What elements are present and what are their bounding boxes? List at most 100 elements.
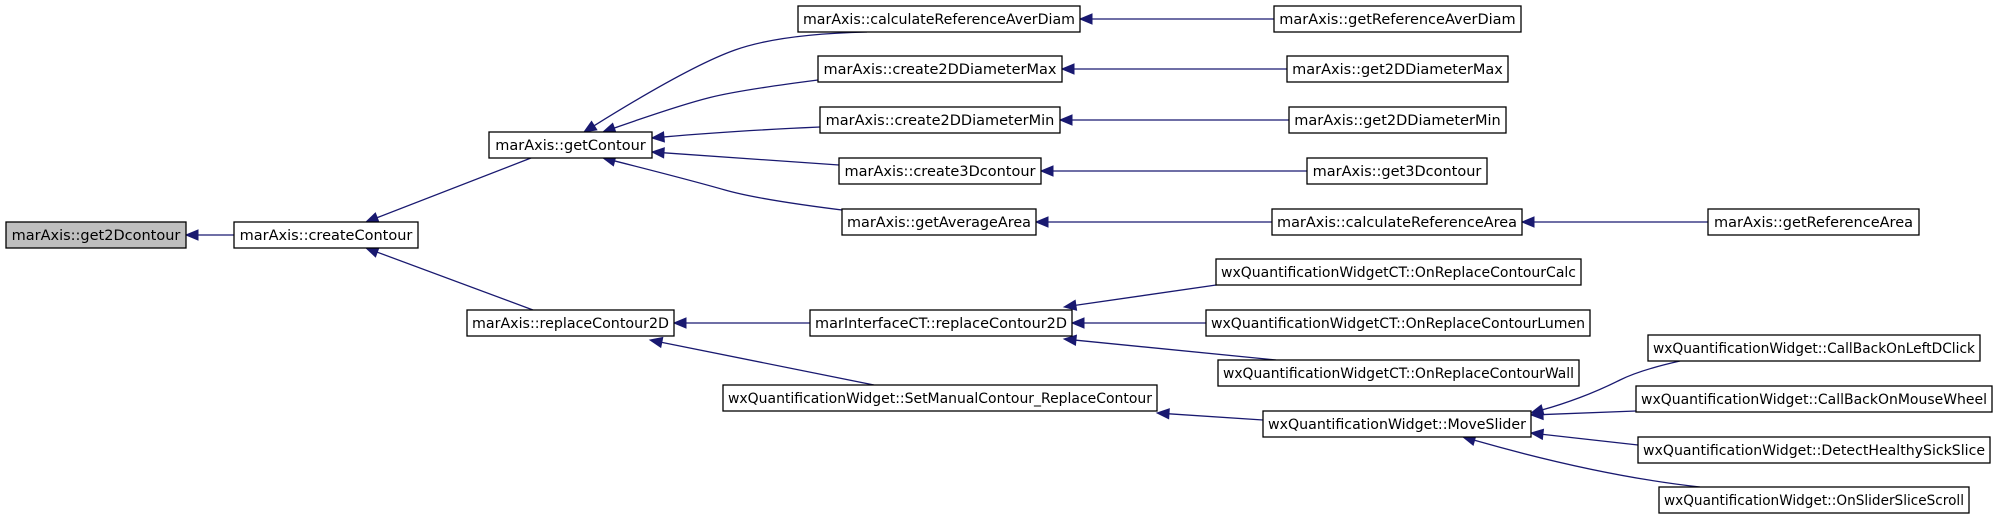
edge-line [1542, 433, 1639, 446]
edge-n17-n9 [1070, 317, 1206, 329]
node-box[interactable] [1215, 258, 1582, 286]
arrowhead-icon [672, 317, 687, 329]
graph-node-n11[interactable]: marAxis::getReferenceAverDiam [1273, 5, 1522, 33]
edge-n2-n1 [364, 157, 532, 223]
arrowhead-icon [648, 336, 664, 349]
edge-n23-n19 [1529, 428, 1639, 446]
node-box[interactable] [1637, 436, 1991, 464]
node-box[interactable] [1205, 309, 1591, 337]
graph-node-n4[interactable]: marAxis::calculateReferenceAverDiam [797, 5, 1081, 33]
node-label: marAxis::get2Dcontour [12, 228, 181, 244]
node-box[interactable] [838, 157, 1042, 185]
graph-node-n22[interactable]: wxQuantificationWidget::CallBackOnMouseW… [1635, 385, 1993, 413]
graph-node-n2[interactable]: marAxis::getContour [488, 131, 653, 159]
graph-node-n13[interactable]: marAxis::get2DDiameterMin [1288, 106, 1507, 134]
edge-n7-n2 [650, 147, 840, 166]
node-box[interactable] [1288, 106, 1507, 134]
graph-node-n5[interactable]: marAxis::create2DDiameterMax [817, 55, 1063, 83]
graph-node-n21[interactable]: wxQuantificationWidget::CallBackOnLeftDC… [1647, 334, 1981, 362]
graph-node-n7[interactable]: marAxis::create3Dcontour [838, 157, 1042, 185]
node-label: marAxis::calculateReferenceAverDiam [803, 12, 1075, 28]
node-label: marAxis::getReferenceAverDiam [1279, 12, 1515, 28]
graph-node-n15[interactable]: marAxis::calculateReferenceArea [1271, 208, 1523, 236]
graph-node-n1[interactable]: marAxis::createContour [233, 221, 419, 249]
arrowhead-icon [601, 122, 617, 134]
node-box[interactable] [809, 309, 1073, 337]
graph-node-n24[interactable]: wxQuantificationWidget::OnSliderSliceScr… [1658, 486, 1970, 514]
node-box[interactable] [1271, 208, 1523, 236]
graph-node-n18[interactable]: wxQuantificationWidgetCT::OnReplaceConto… [1217, 359, 1580, 387]
graph-node-n20[interactable]: marAxis::getReferenceArea [1707, 208, 1920, 236]
graph-node-n8[interactable]: marAxis::getAverageArea [841, 208, 1037, 236]
edge-n19-n10 [1155, 408, 1264, 421]
node-box[interactable] [1647, 334, 1981, 362]
graph-node-n17[interactable]: wxQuantificationWidgetCT::OnReplaceConto… [1205, 309, 1591, 337]
graph-node-n6[interactable]: marAxis::create2DDiameterMin [819, 106, 1061, 134]
node-box[interactable] [817, 55, 1063, 83]
node-box[interactable] [5, 221, 187, 249]
arrowhead-icon [1034, 216, 1049, 228]
graph-node-n16[interactable]: wxQuantificationWidgetCT::OnReplaceConto… [1215, 258, 1582, 286]
graph-node-n23[interactable]: wxQuantificationWidget::DetectHealthySic… [1637, 436, 1991, 464]
node-box[interactable] [1273, 5, 1522, 33]
node-box[interactable] [466, 309, 675, 337]
node-label: marAxis::create2DDiameterMin [826, 113, 1055, 129]
edge-n18-n9 [1062, 334, 1277, 361]
node-box[interactable] [1262, 410, 1532, 438]
node-box[interactable] [1635, 385, 1993, 413]
edge-n20-n15 [1520, 216, 1708, 228]
edge-n1-n0 [184, 229, 234, 241]
edge-line [1474, 439, 1701, 488]
arrowhead-icon [1039, 165, 1054, 177]
edge-n5-n2 [601, 79, 819, 134]
arrowhead-icon [1078, 13, 1093, 25]
node-box[interactable] [233, 221, 419, 249]
graph-node-n10[interactable]: wxQuantificationWidget::SetManualContour… [722, 384, 1158, 412]
node-label: wxQuantificationWidget::DetectHealthySic… [1643, 443, 1985, 459]
graph-node-n19[interactable]: wxQuantificationWidget::MoveSlider [1262, 410, 1532, 438]
edge-n12-n5 [1060, 63, 1287, 75]
node-box[interactable] [819, 106, 1061, 134]
node-box[interactable] [797, 5, 1081, 33]
edge-n14-n7 [1039, 165, 1307, 177]
edge-n8-n2 [601, 155, 851, 212]
edge-line [1075, 339, 1277, 361]
node-label: wxQuantificationWidget::CallBackOnLeftDC… [1653, 341, 1976, 357]
node-box[interactable] [1658, 486, 1970, 514]
node-label: marAxis::getReferenceArea [1714, 215, 1913, 231]
node-box[interactable] [488, 131, 653, 159]
edge-line [663, 152, 840, 166]
graph-node-n3[interactable]: marAxis::replaceContour2D [466, 309, 675, 337]
arrowhead-icon [364, 212, 380, 223]
edge-n4-n2 [582, 31, 868, 133]
node-box[interactable] [1217, 359, 1580, 387]
graph-node-n0[interactable]: marAxis::get2Dcontour [5, 221, 187, 249]
node-label: marAxis::getContour [495, 138, 646, 154]
node-box[interactable] [1707, 208, 1920, 236]
graph-node-n12[interactable]: marAxis::get2DDiameterMax [1286, 55, 1509, 83]
edge-n6-n2 [650, 126, 821, 143]
node-box[interactable] [722, 384, 1158, 412]
node-box[interactable] [1306, 157, 1488, 185]
node-label: marAxis::replaceContour2D [472, 316, 669, 332]
arrowhead-icon [582, 120, 598, 133]
node-label: marAxis::getAverageArea [847, 215, 1031, 231]
node-label: marAxis::get2DDiameterMax [1292, 62, 1503, 78]
arrowhead-icon [1529, 428, 1545, 441]
edge-n22-n19 [1529, 408, 1637, 421]
graph-node-n9[interactable]: marInterfaceCT::replaceContour2D [809, 309, 1073, 337]
node-label: marAxis::get2DDiameterMin [1294, 113, 1500, 129]
edge-n13-n6 [1058, 114, 1289, 126]
arrowhead-icon [184, 229, 199, 241]
edge-n16-n9 [1062, 282, 1231, 311]
edge-n10-n3 [648, 336, 875, 386]
node-box[interactable] [1286, 55, 1509, 83]
node-label: marAxis::get3Dcontour [1313, 164, 1482, 180]
node-box[interactable] [841, 208, 1037, 236]
edges-layer [184, 13, 1708, 488]
graph-node-n14[interactable]: marAxis::get3Dcontour [1306, 157, 1488, 185]
edge-n9-n3 [672, 317, 810, 329]
arrowhead-icon [1070, 317, 1085, 329]
edge-line [593, 31, 868, 127]
